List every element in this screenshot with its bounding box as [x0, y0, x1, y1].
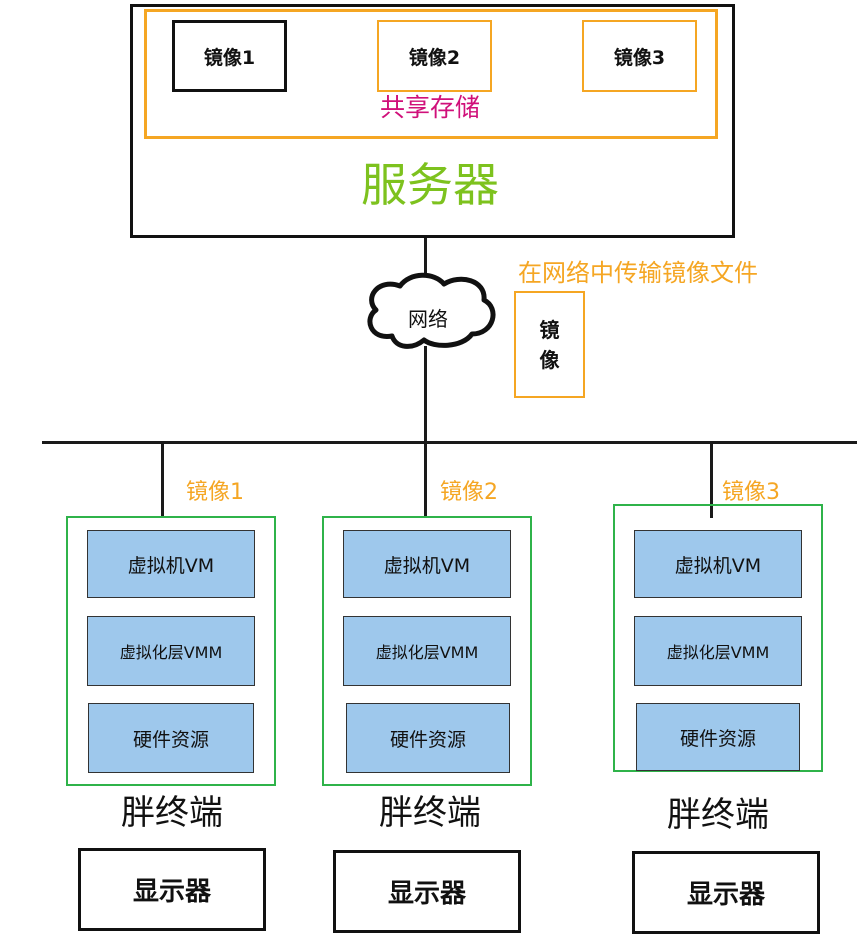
server-image-3: 镜像3: [582, 20, 697, 92]
client-3-terminal-label: 胖终端: [667, 794, 769, 835]
server-box: [130, 4, 735, 238]
client-3-drop-line: [710, 443, 713, 518]
client-2-hardware: 硬件资源: [346, 703, 510, 773]
client-1-box: [66, 516, 276, 786]
client-2-vm: 虚拟机VM: [343, 530, 511, 598]
network-to-bus-line: [424, 346, 427, 443]
client-3-hardware: 硬件资源: [636, 703, 800, 771]
client-2-drop-line: [424, 443, 427, 518]
client-2-terminal-label: 胖终端: [379, 792, 481, 833]
transfer-label: 在网络中传输镜像文件: [518, 258, 758, 287]
client-1-display: 显示器: [78, 848, 266, 931]
client-1-vmm: 虚拟化层VMM: [87, 616, 255, 686]
network-label: 网络: [408, 306, 448, 331]
client-3-vmm: 虚拟化层VMM: [634, 616, 802, 686]
shared-storage-box: [144, 9, 718, 139]
moving-image-char-2: 像: [539, 347, 560, 372]
client-1-terminal-label: 胖终端: [121, 792, 223, 833]
moving-image-box: 镜 像: [514, 291, 585, 398]
client-2-display: 显示器: [333, 850, 521, 933]
client-3-vm: 虚拟机VM: [634, 530, 802, 598]
client-2-image-label: 镜像2: [440, 480, 498, 505]
client-3-box: [613, 504, 823, 772]
moving-image-char-1: 镜: [539, 317, 560, 342]
server-image-2: 镜像2: [377, 20, 492, 92]
client-1-image-label: 镜像1: [186, 480, 244, 505]
server-to-network-line: [424, 238, 427, 278]
server-label: 服务器: [361, 158, 499, 212]
network-cloud-icon: [367, 272, 496, 349]
network-bus-line: [42, 441, 857, 444]
client-1-drop-line: [161, 443, 164, 518]
client-2-box: [322, 516, 532, 786]
client-2-vmm: 虚拟化层VMM: [343, 616, 511, 686]
client-3-image-label: 镜像3: [722, 480, 780, 505]
server-image-1: 镜像1: [172, 20, 287, 92]
client-1-hardware: 硬件资源: [88, 703, 254, 773]
client-1-vm: 虚拟机VM: [87, 530, 255, 598]
shared-storage-label: 共享存储: [379, 93, 480, 122]
client-3-display: 显示器: [632, 851, 820, 934]
